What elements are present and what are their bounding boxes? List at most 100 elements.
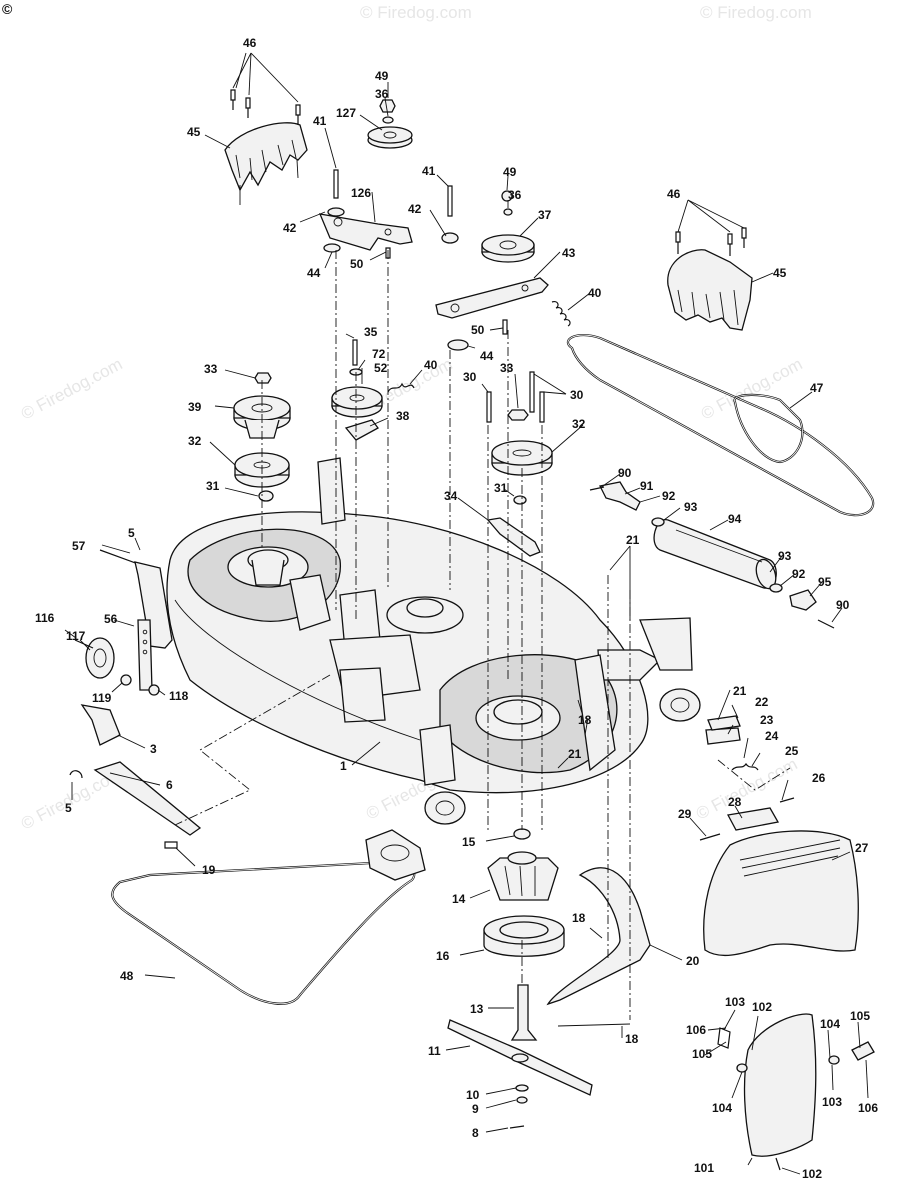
part-number-label: 21 (733, 684, 747, 698)
part-number-label: 22 (755, 695, 769, 709)
belt-cover-right (667, 227, 753, 331)
drive-belt-47 (566, 333, 875, 517)
part-number-label: 57 (72, 539, 86, 553)
part-number-label: 90 (618, 466, 632, 480)
part-number-label: 34 (444, 489, 458, 503)
part-number-label: 45 (773, 266, 787, 280)
part-drawings (69, 89, 875, 1171)
part-number-label: 103 (822, 1095, 842, 1109)
part-number-label: 48 (120, 969, 134, 983)
part-number-label: 1 (340, 759, 347, 773)
part-number-label: 16 (436, 949, 450, 963)
part-number-label: 72 (372, 347, 386, 361)
part-number-label: 46 (667, 187, 681, 201)
discharge-chute (699, 715, 859, 957)
part-number-label: 44 (480, 349, 494, 363)
part-number-label: 21 (568, 747, 582, 761)
part-number-label: 116 (35, 611, 55, 625)
part-number-label: 103 (725, 995, 745, 1009)
watermark-text: © Firedog.com (700, 3, 812, 22)
part-number-label: 105 (850, 1009, 870, 1023)
part-number-label: 31 (494, 481, 508, 495)
bracket-34 (486, 517, 541, 557)
part-number-label: 15 (462, 835, 476, 849)
part-number-label: 32 (188, 434, 202, 448)
part-number-label: 5 (65, 801, 72, 815)
idler-pulley-37 (435, 185, 571, 351)
part-number-label: 127 (336, 106, 356, 120)
part-number-label: 93 (684, 500, 698, 514)
part-number-label: 38 (396, 409, 410, 423)
part-number-label: 56 (104, 612, 118, 626)
part-number-label: 23 (760, 713, 774, 727)
part-number-label: 117 (66, 629, 86, 643)
part-number-label: 41 (313, 114, 327, 128)
part-number-label: 9 (472, 1102, 479, 1116)
part-number-label: 29 (678, 807, 692, 821)
part-number-label: 8 (472, 1126, 479, 1140)
part-number-label: 18 (625, 1032, 639, 1046)
part-number-label: 37 (538, 208, 552, 222)
part-number-label: 33 (204, 362, 218, 376)
part-number-label: 39 (188, 400, 202, 414)
part-number-label: 36 (375, 87, 389, 101)
pulley-32-right (486, 371, 553, 505)
part-number-label: 102 (802, 1167, 822, 1181)
idler-stack-top (318, 99, 413, 259)
watermark-text: © Firedog.com (360, 3, 472, 22)
part-number-label: 42 (283, 221, 297, 235)
part-number-label: 49 (375, 69, 389, 83)
baffle-20 (546, 867, 651, 1006)
part-number-label: 26 (812, 771, 826, 785)
part-number-label: 42 (408, 202, 422, 216)
belt-cover-left (224, 122, 308, 205)
watermark-text: © Firedog.com (18, 354, 126, 423)
part-number-label: 106 (858, 1101, 878, 1115)
part-number-label: 106 (686, 1023, 706, 1037)
part-number-label: 18 (572, 911, 586, 925)
mower-deck-housing (166, 457, 701, 825)
part-number-label: 20 (686, 954, 700, 968)
part-number-label: 3 (150, 742, 157, 756)
part-number-label: 119 (92, 691, 112, 705)
part-number-label: 30 (463, 370, 477, 384)
part-number-label: 101 (694, 1161, 714, 1175)
part-number-label: 52 (374, 361, 388, 375)
part-number-label: 40 (588, 286, 602, 300)
part-number-label: 41 (422, 164, 436, 178)
part-number-label: 50 (350, 257, 364, 271)
part-number-label: 31 (206, 479, 220, 493)
part-number-label: 94 (728, 512, 742, 526)
deck-hanger-left (69, 549, 202, 849)
part-labels: 46 45 41 42 44 126 50 49 36 127 41 42 49… (35, 36, 878, 1181)
part-number-label: 92 (792, 567, 806, 581)
part-number-label: 91 (640, 479, 654, 493)
part-number-label: 10 (466, 1088, 480, 1102)
deflector-shield (717, 1013, 875, 1171)
part-number-label: 92 (662, 489, 676, 503)
part-number-label: 40 (424, 358, 438, 372)
part-number-label: 19 (202, 863, 216, 877)
part-number-label: 18 (578, 713, 592, 727)
part-number-label: 32 (572, 417, 586, 431)
part-number-label: 47 (810, 381, 824, 395)
part-number-label: 44 (307, 266, 321, 280)
part-number-label: 14 (452, 892, 466, 906)
part-number-label: 24 (765, 729, 779, 743)
part-number-label: 118 (169, 689, 189, 703)
pulley-52-stack (331, 339, 415, 441)
alignment-lines (174, 250, 791, 1020)
part-number-label: 13 (470, 1002, 484, 1016)
part-number-label: 6 (166, 778, 173, 792)
part-number-label: 36 (508, 188, 522, 202)
part-number-label: 33 (500, 361, 514, 375)
bolts-46-left (230, 89, 301, 125)
part-number-label: 35 (364, 325, 378, 339)
anti-scalp-roller (589, 481, 835, 629)
deck-belt-48 (111, 829, 426, 1005)
part-number-label: 46 (243, 36, 257, 50)
part-number-label: 93 (778, 549, 792, 563)
copyright-mark: © (2, 1, 13, 17)
part-number-label: 105 (692, 1047, 712, 1061)
